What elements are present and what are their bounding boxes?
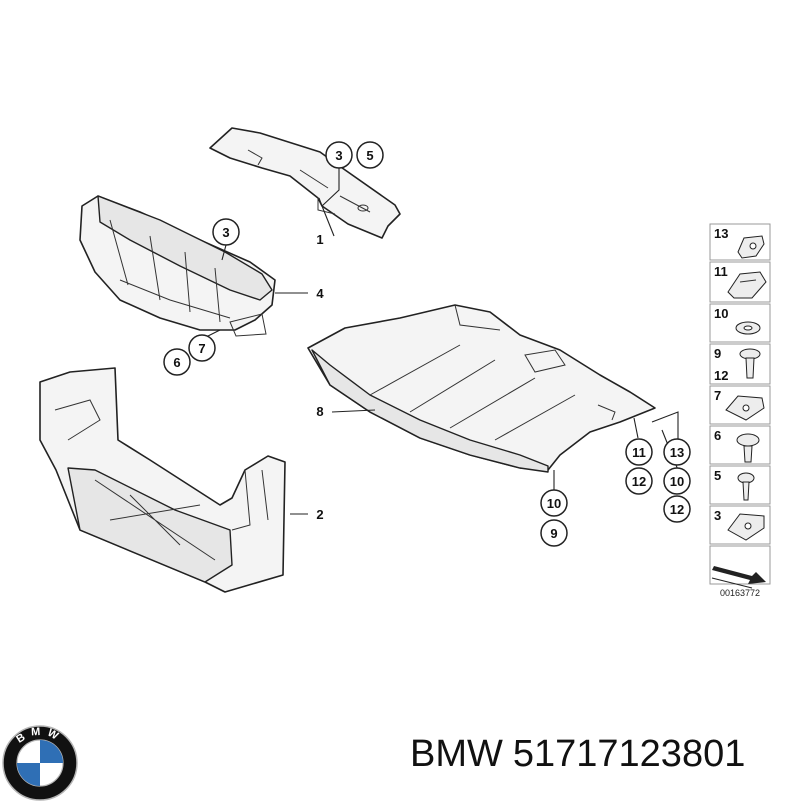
callout-6: 6 xyxy=(163,348,191,376)
diagram-id-label: 00163772 xyxy=(720,588,760,598)
callout-13: 13 xyxy=(663,438,691,466)
callout-label: 5 xyxy=(366,148,373,163)
collar-screw-icon xyxy=(736,433,760,463)
part-8-underbody-shield xyxy=(307,304,656,473)
callout-label: 4 xyxy=(316,286,324,301)
spring-clip-icon xyxy=(727,271,767,299)
callout-7: 7 xyxy=(188,334,216,362)
callout-10-right: 10 xyxy=(663,467,691,495)
callout-3-grille: 3 xyxy=(212,218,240,246)
callout-10-bottom: 10 xyxy=(540,489,568,517)
bmw-logo-icon: BMW xyxy=(2,725,78,801)
callout-label: 12 xyxy=(632,474,646,489)
callout-label: 11 xyxy=(632,445,646,460)
legend-number: 7 xyxy=(714,388,721,403)
hardware-legend: 13 11 10 9 12 7 6 5 xyxy=(709,223,771,598)
callout-4: 4 xyxy=(316,286,324,301)
callout-11: 11 xyxy=(625,438,653,466)
clip-nut-icon xyxy=(737,235,765,259)
callout-label: 1 xyxy=(316,232,323,247)
callout-label: 2 xyxy=(316,507,323,522)
callout-label: 12 xyxy=(670,502,684,517)
callout-label: 13 xyxy=(670,445,684,460)
part-1-upper-bracket xyxy=(209,127,401,239)
callout-label: 7 xyxy=(198,341,205,356)
part-number: 51717123801 xyxy=(512,733,746,775)
callout-12-right: 12 xyxy=(663,495,691,523)
plate-nut-icon xyxy=(725,395,765,421)
callout-label: 10 xyxy=(670,474,684,489)
callout-label: 3 xyxy=(335,148,342,163)
washer-icon xyxy=(735,321,761,335)
callout-5-top: 5 xyxy=(356,141,384,169)
callout-label: 6 xyxy=(173,355,180,370)
screw-icon xyxy=(737,472,755,501)
legend-number: 9 xyxy=(714,346,721,361)
legend-number: 10 xyxy=(714,306,728,321)
brand-name: BMW xyxy=(410,733,503,775)
legend-number: 11 xyxy=(714,264,728,279)
direction-arrow-icon xyxy=(711,566,766,589)
callout-9-bottom: 9 xyxy=(540,519,568,547)
callout-label: 9 xyxy=(550,526,557,541)
legend-number: 13 xyxy=(714,226,728,241)
callout-12-left: 12 xyxy=(625,467,653,495)
callout-8: 8 xyxy=(316,404,323,419)
callout-label: 10 xyxy=(547,496,561,511)
expanding-rivet-icon xyxy=(739,348,761,379)
legend-number: 5 xyxy=(714,468,721,483)
callout-1: 1 xyxy=(316,232,323,247)
callout-label: 8 xyxy=(316,404,323,419)
part-4-air-duct xyxy=(79,195,276,337)
callout-3-top: 3 xyxy=(325,141,353,169)
part-2-front-carrier xyxy=(39,367,286,593)
plate-nut-icon xyxy=(727,513,765,541)
legend-number: 6 xyxy=(714,428,721,443)
callout-label: 3 xyxy=(222,225,229,240)
legend-number: 3 xyxy=(714,508,721,523)
legend-number: 12 xyxy=(714,368,728,383)
callout-2: 2 xyxy=(316,507,323,522)
